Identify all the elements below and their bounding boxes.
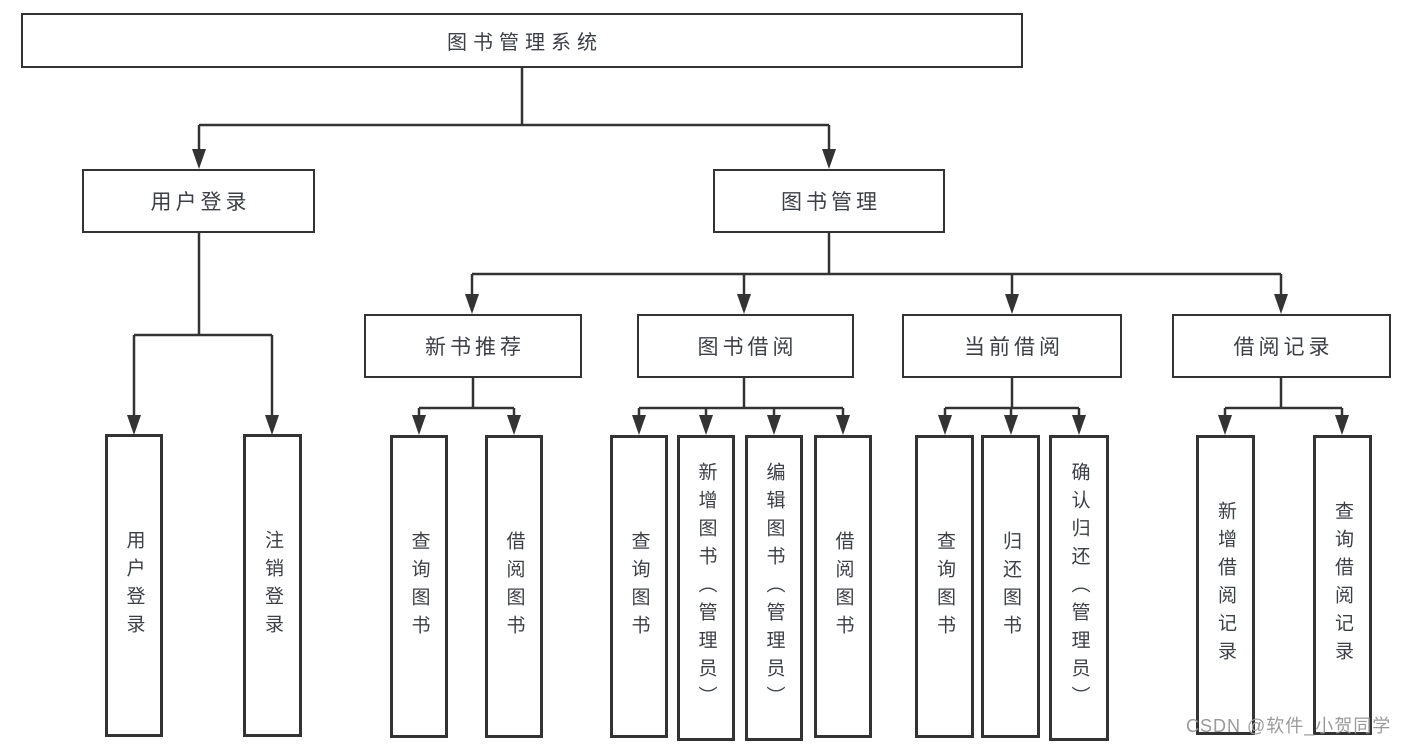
node-book-management: 图书管理 <box>713 169 945 233</box>
leaf-return-book: 归还图书 <box>981 435 1040 738</box>
leaf-query-books-borrow: 查询图书 <box>610 435 668 738</box>
leaf-user-login: 用户登录 <box>105 434 163 737</box>
leaf-add-borrow-record: 新增借阅记录 <box>1196 435 1255 735</box>
leaf-confirm-return-admin: 确认归还（管理员） <box>1049 435 1109 741</box>
node-book-borrowing: 图书借阅 <box>637 314 854 378</box>
node-borrowing-records: 借阅记录 <box>1172 314 1391 378</box>
leaf-query-books-recommend: 查询图书 <box>390 435 448 738</box>
leaf-add-book-admin: 新增图书（管理员） <box>677 435 735 741</box>
leaf-logout: 注销登录 <box>243 434 302 737</box>
leaf-query-books-current: 查询图书 <box>915 435 974 738</box>
watermark: CSDN @软件_小贺同学 <box>1186 716 1392 736</box>
leaf-borrow-books-recommend: 借阅图书 <box>485 435 543 738</box>
leaf-edit-book-admin: 编辑图书（管理员） <box>745 435 803 741</box>
leaf-borrow-books: 借阅图书 <box>814 435 872 738</box>
arrowheads <box>127 149 1349 435</box>
leaf-query-borrow-record: 查询借阅记录 <box>1313 435 1372 735</box>
node-new-book-recommend: 新书推荐 <box>364 314 582 378</box>
node-user-login: 用户登录 <box>82 169 315 233</box>
node-current-borrowing: 当前借阅 <box>902 314 1122 378</box>
node-library-system: 图书管理系统 <box>21 13 1023 68</box>
